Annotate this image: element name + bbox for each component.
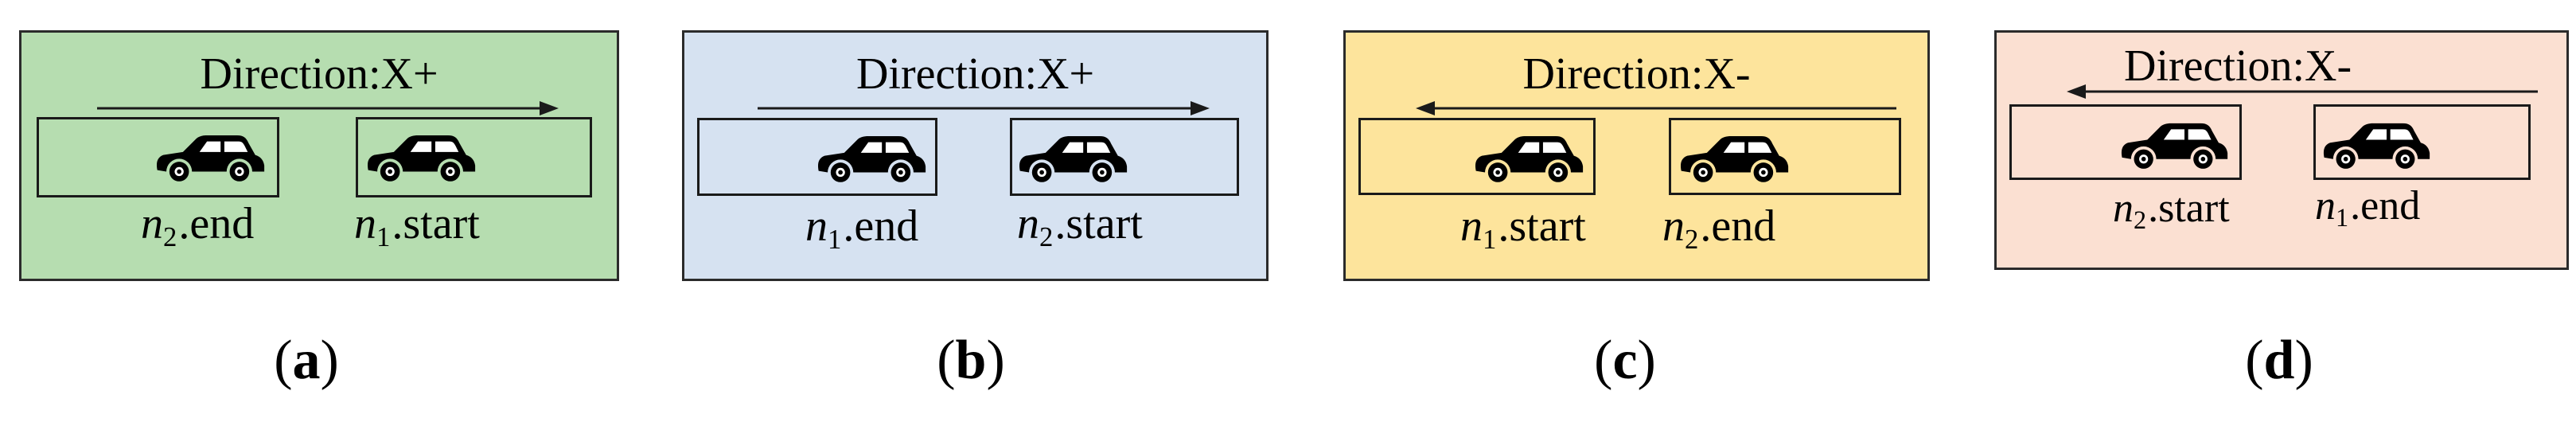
- car-icon: [2118, 120, 2229, 170]
- direction-title: Direction:X+: [200, 49, 438, 99]
- direction-arrow-left: [1416, 101, 1896, 115]
- panel-b: Direction:X+ n1.end n2.start: [682, 30, 1269, 281]
- node-label-right: n2.start: [1017, 199, 1143, 252]
- node-label-right: n1.end: [2315, 183, 2421, 233]
- caption-b: (b): [937, 330, 1005, 391]
- car-icon: [1015, 133, 1128, 183]
- caption-a: (a): [274, 330, 339, 391]
- lane-right: [1669, 118, 1901, 195]
- caption-d: (d): [2245, 330, 2313, 391]
- car-icon: [364, 132, 477, 182]
- lane-left: [697, 118, 937, 196]
- node-label-right: n1.start: [354, 199, 480, 252]
- direction-title: Direction:X-: [2124, 41, 2352, 91]
- panel-d: Direction:X- n2.start n1.end: [1994, 30, 2569, 270]
- node-label-right: n2.end: [1662, 201, 1776, 255]
- car-icon: [153, 132, 266, 182]
- direction-title: Direction:X-: [1522, 49, 1751, 99]
- lane-left: [2009, 104, 2242, 180]
- car-icon: [1471, 133, 1584, 183]
- node-label-left: n2.end: [141, 199, 255, 252]
- lane-right: [1010, 118, 1239, 196]
- direction-title: Direction:X+: [855, 49, 1095, 99]
- lane-left: [1358, 118, 1596, 195]
- lane-right: [356, 117, 592, 197]
- car-icon: [814, 133, 927, 183]
- panel-c: Direction:X- n1.start n2.end: [1343, 30, 1930, 281]
- direction-arrow-right: [97, 101, 559, 115]
- node-label-left: n1.end: [805, 201, 919, 255]
- car-icon: [1677, 133, 1790, 183]
- node-label-left: n2.start: [2113, 186, 2230, 235]
- panel-a: Direction:X+ n2.end n1.start: [19, 30, 619, 281]
- lane-left: [37, 117, 279, 197]
- lane-right: [2313, 104, 2531, 180]
- car-icon: [2320, 120, 2431, 170]
- caption-c: (c): [1594, 330, 1656, 391]
- direction-arrow-right: [758, 101, 1210, 115]
- node-label-left: n1.start: [1460, 201, 1586, 255]
- direction-arrow-left: [2067, 84, 2538, 99]
